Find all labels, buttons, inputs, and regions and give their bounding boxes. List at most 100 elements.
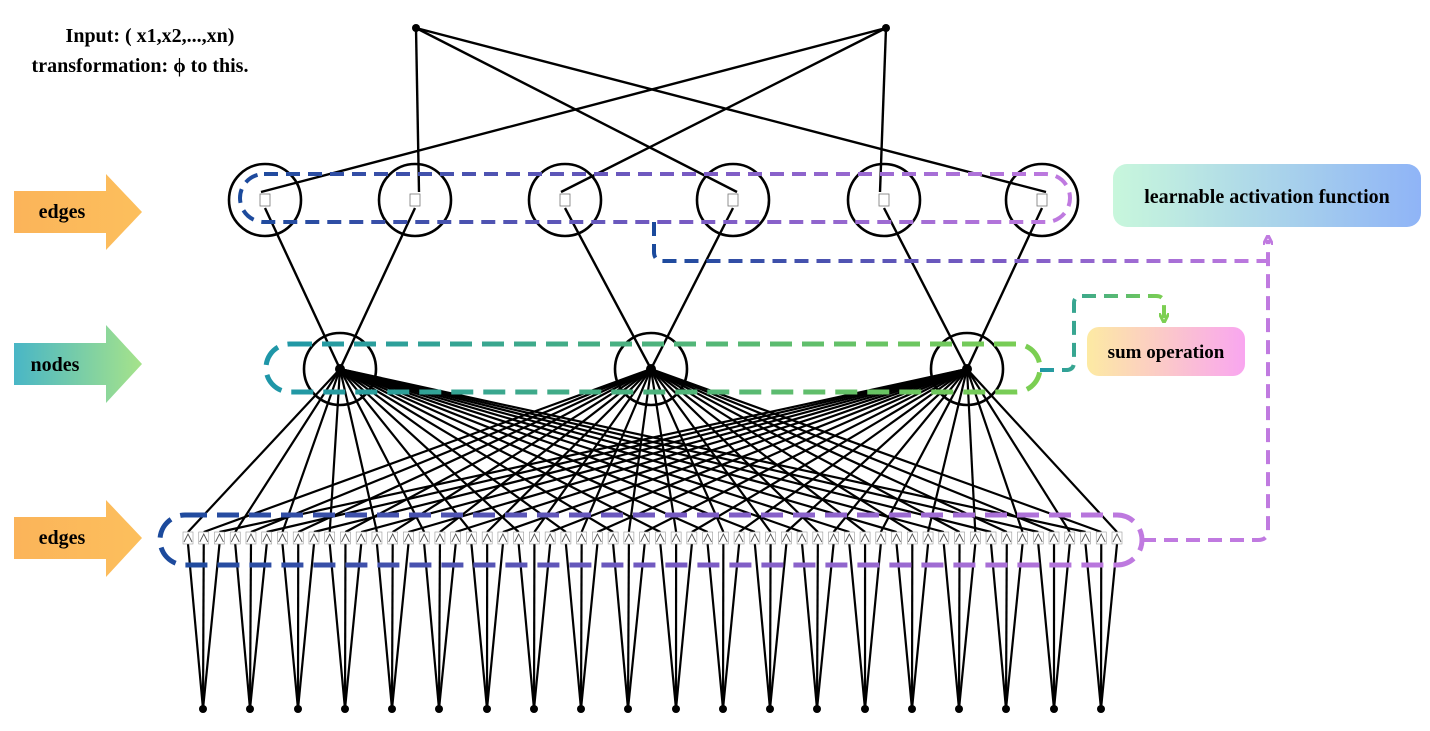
lower-edge-activation-glyph [544, 531, 556, 545]
spline-icon [766, 532, 775, 543]
upper-edge-link [560, 26, 887, 194]
lower-edge-activation-glyph [403, 531, 414, 545]
lower-edge-link [650, 368, 961, 533]
input-edge-link [579, 543, 583, 710]
input-node [483, 705, 491, 713]
input-edge-link [423, 543, 441, 710]
activation-function-box: learnable activation function [1113, 164, 1421, 227]
lower-edge-activation-glyph [1064, 531, 1076, 545]
spline-icon [687, 532, 697, 543]
nodes-label: nodes [31, 354, 80, 376]
spline-icon [230, 532, 240, 543]
transformation-caption: transformation: ϕ to this. [32, 55, 249, 77]
lower-edge-activation-glyph [1111, 531, 1123, 545]
lower-edge-link [650, 368, 866, 533]
lower-edge-activation-glyph [497, 531, 509, 545]
input-caption: Input: ( x1,x2,...,xn) [66, 25, 235, 47]
input-edge-link [328, 543, 347, 710]
spline-icon [183, 532, 193, 543]
input-node [766, 705, 774, 713]
lower-edge-activation-glyph [623, 531, 635, 545]
lower-edge-activation-glyph [1017, 531, 1028, 545]
lower-edge-link [339, 367, 756, 534]
lower-edge-activation-glyph [214, 531, 225, 545]
input-edge-link [485, 543, 505, 710]
spline-icon [561, 532, 571, 543]
upper-edge-circle [227, 162, 303, 238]
input-edge-link [1037, 543, 1056, 710]
lower-edge-activation-glyph [655, 531, 666, 545]
upper-edge-link [415, 26, 1047, 194]
lower-edge-link [339, 368, 661, 533]
input-edge-link [579, 543, 599, 710]
input-edge-link [910, 543, 930, 710]
sum-operation-label: sum operation [1108, 342, 1225, 363]
spline-icon [671, 532, 681, 543]
nodes-group-outline [263, 341, 1043, 395]
lower-edge-activation-glyph [828, 531, 839, 545]
spline-icon [844, 532, 854, 543]
input-edge-link [186, 543, 205, 710]
spline-icon [829, 532, 838, 543]
lower-edge-activation-glyph [277, 531, 288, 545]
hidden-edge-link [649, 207, 735, 370]
input-edge-link [895, 543, 914, 710]
input-edge-link [848, 543, 867, 710]
upper-edge-activation-glyph [727, 193, 739, 207]
edges-bottom-label: edges [39, 527, 86, 549]
input-node [719, 705, 727, 713]
lower-edge-link [339, 368, 614, 533]
input-node [435, 705, 443, 713]
spline-icon [1065, 532, 1075, 543]
spline-icon [955, 532, 964, 543]
upper-edge-activation-glyph [559, 193, 571, 207]
sum-operation-box: sum operation [1087, 327, 1245, 376]
input-edge-link [706, 543, 725, 710]
lower-edge-link [650, 368, 819, 533]
spline-icon [246, 532, 256, 543]
input-edge-link [437, 543, 442, 710]
input-edge-link [815, 543, 835, 710]
lower-edge-link [338, 368, 379, 533]
input-node [246, 705, 254, 713]
spline-icon [703, 532, 713, 543]
input-edge-link [626, 543, 646, 710]
spline-icon [199, 532, 209, 543]
lower-edge-activation-glyph [434, 531, 446, 545]
spline-icon [1033, 532, 1043, 543]
spline-icon [293, 532, 303, 543]
hidden-node-circle [302, 331, 378, 407]
activation-function-label: learnable activation function [1144, 186, 1390, 208]
lower-edge-activation-glyph [308, 531, 320, 545]
upper-edge-circle [695, 162, 771, 238]
input-edge-link [1052, 543, 1071, 710]
spline-icon [309, 532, 319, 543]
lower-edge-activation-glyph [466, 531, 477, 545]
input-edge-link [753, 543, 772, 710]
spline-icon [624, 532, 634, 543]
spline-icon [514, 532, 524, 543]
spline-icon [1018, 532, 1027, 543]
spline-icon [750, 532, 760, 543]
input-edge-link [201, 543, 205, 710]
lower-edge-activation-glyph [292, 531, 304, 545]
lower-edge-link [965, 368, 977, 533]
lower-edge-activation-glyph [670, 531, 682, 545]
spline-icon [781, 532, 791, 543]
input-edge-link [1099, 543, 1119, 710]
spline-icon [986, 532, 996, 543]
lower-edge-activation-glyph [324, 531, 336, 545]
lower-edge-activation-glyph [481, 531, 493, 545]
input-node [530, 705, 538, 713]
lower-edge-activation-glyph [387, 531, 398, 545]
input-edge-link [612, 543, 630, 710]
lower-edge-activation-glyph [639, 531, 650, 545]
spline-icon [939, 532, 949, 543]
input-edge-link [470, 543, 489, 710]
upper-edges-group-outline [238, 172, 1072, 224]
lower-edge-link [339, 367, 709, 534]
upper-edge-activation-glyph [878, 193, 890, 207]
input-edge-link [296, 543, 316, 710]
lower-edge-link [339, 368, 426, 533]
